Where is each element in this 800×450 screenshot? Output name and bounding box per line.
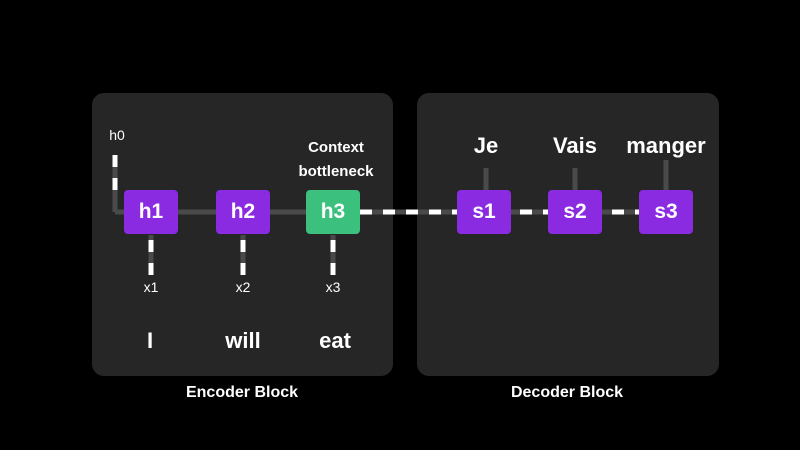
s3-node: s3 [639, 190, 693, 234]
context-label-line1: Context [308, 139, 364, 156]
encoder-block-title: Encoder Block [185, 384, 299, 401]
h2-node: h2 [216, 190, 270, 234]
output-je: Je [473, 133, 499, 158]
decoder-block-title: Decoder Block [510, 384, 624, 401]
context-label-line2: bottleneck [298, 163, 374, 180]
x3-label: x3 [325, 279, 341, 295]
dashed-wires [112, 155, 640, 275]
decoder-panel [417, 93, 719, 376]
output-vais: Vais [552, 133, 598, 158]
word-i: I [146, 328, 154, 353]
x1-label: x1 [143, 279, 159, 295]
h0-label: h0 [109, 127, 125, 143]
word-will: will [225, 328, 261, 353]
h3-context-node: h3 [306, 190, 360, 234]
x2-label: x2 [235, 279, 251, 295]
output-manger: manger [626, 133, 706, 158]
encoder-panel [92, 93, 393, 376]
word-eat: eat [319, 328, 351, 353]
s2-node: s2 [548, 190, 602, 234]
h1-node: h1 [124, 190, 178, 234]
s1-node: s1 [457, 190, 511, 234]
